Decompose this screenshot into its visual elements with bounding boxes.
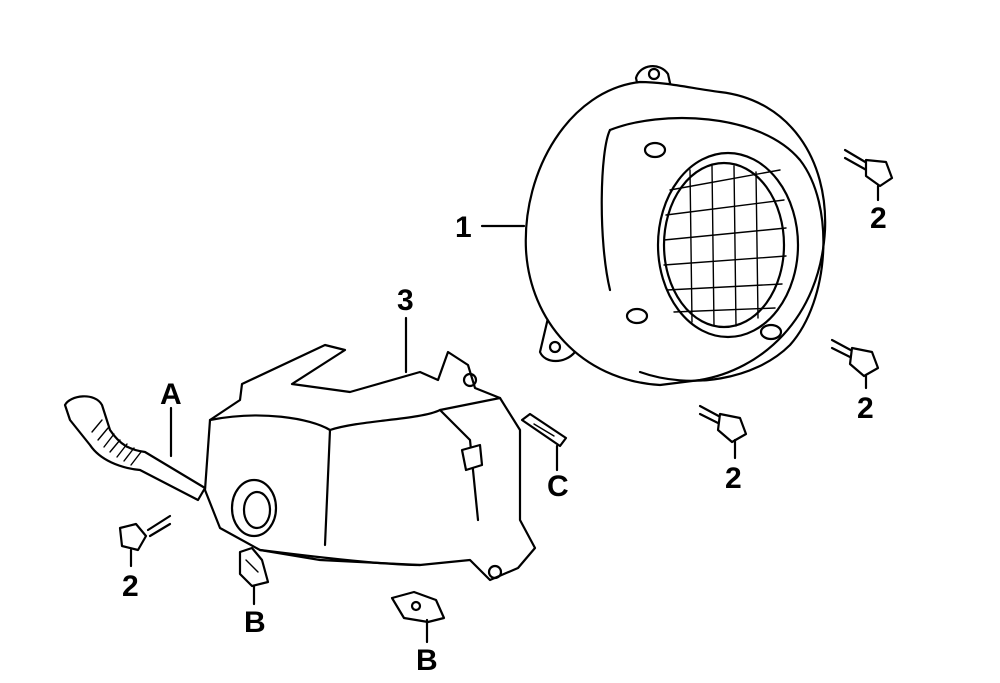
clip-c xyxy=(520,412,568,448)
callout-bolt-4: 2 xyxy=(122,570,139,603)
leader-lines xyxy=(129,184,880,644)
bolt-3 xyxy=(698,404,748,444)
callout-clip-b-1: B xyxy=(244,606,266,639)
bolt-4 xyxy=(118,514,172,552)
callout-bolt-2: 2 xyxy=(857,392,874,425)
callout-bolt-3: 2 xyxy=(725,462,742,495)
callout-shroud: 3 xyxy=(397,284,414,317)
callout-fan-cover: 1 xyxy=(455,211,472,244)
callout-clip-c: C xyxy=(547,470,569,503)
fan-cover xyxy=(524,65,827,387)
shroud xyxy=(203,343,537,582)
bolt-1 xyxy=(843,148,894,188)
callout-clip-b-2: B xyxy=(416,644,438,677)
hose xyxy=(63,395,207,502)
callout-hose: A xyxy=(160,378,182,411)
callout-bolt-1: 2 xyxy=(870,202,887,235)
bolt-2 xyxy=(830,338,880,378)
clip-b-2 xyxy=(390,590,446,624)
clip-b-1 xyxy=(238,546,270,588)
